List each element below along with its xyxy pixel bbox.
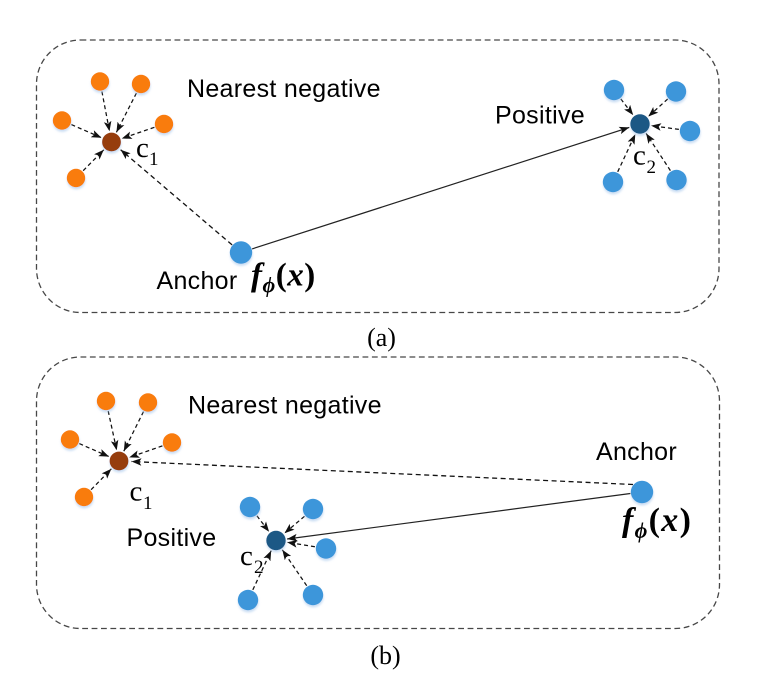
svg-text:1: 1	[149, 149, 159, 170]
svg-text:fϕ(x): fϕ(x)	[251, 258, 316, 298]
svg-text:Nearest negative: Nearest negative	[188, 392, 382, 420]
svg-text:1: 1	[143, 493, 153, 514]
svg-text:2: 2	[254, 557, 264, 578]
svg-text:(b): (b)	[370, 641, 400, 670]
svg-text:(a): (a)	[367, 323, 396, 352]
svg-text:Nearest negative: Nearest negative	[187, 75, 381, 103]
svg-text:fϕ(x): fϕ(x)	[622, 502, 692, 543]
svg-text:c: c	[130, 476, 143, 508]
svg-text:c: c	[633, 140, 646, 172]
svg-text:Positive: Positive	[127, 524, 217, 552]
svg-text:c: c	[136, 132, 149, 164]
svg-text:2: 2	[647, 157, 657, 178]
svg-text:Anchor: Anchor	[596, 438, 677, 466]
svg-text:Positive: Positive	[495, 102, 585, 130]
svg-text:Anchor: Anchor	[157, 267, 238, 295]
svg-text:c: c	[240, 540, 253, 572]
